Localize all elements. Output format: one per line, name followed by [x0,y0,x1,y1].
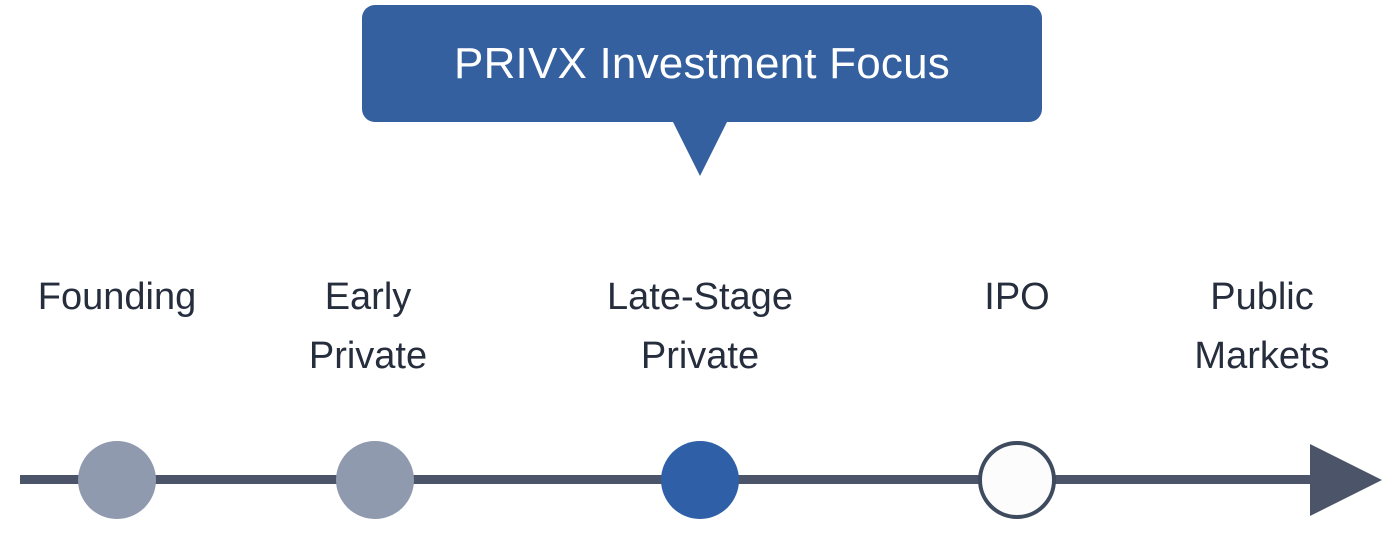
stage-label-public-markets: Public Markets [1194,276,1330,377]
stage-marker-late-stage-private[interactable] [661,441,739,519]
stage-label-founding: Founding [37,276,197,318]
timeline-axis [0,420,1394,533]
callout-title: PRIVX Investment Focus [454,38,950,88]
stage-label-ipo: IPO [984,276,1050,318]
timeline-arrow-head-icon [1310,444,1382,516]
stage-marker-early-private[interactable] [336,441,414,519]
stage-label-late-stage-private: Late-Stage Private [607,276,793,377]
stage-marker-founding[interactable] [78,441,156,519]
stage-marker-ipo[interactable] [978,441,1056,519]
stage-label-early-private: Early Private [308,276,428,377]
investment-focus-callout: PRIVX Investment Focus [362,5,1042,122]
callout-tail-pointer-icon [672,120,728,176]
stage-labels: Founding Early Private Late-Stage Privat… [0,268,1394,398]
